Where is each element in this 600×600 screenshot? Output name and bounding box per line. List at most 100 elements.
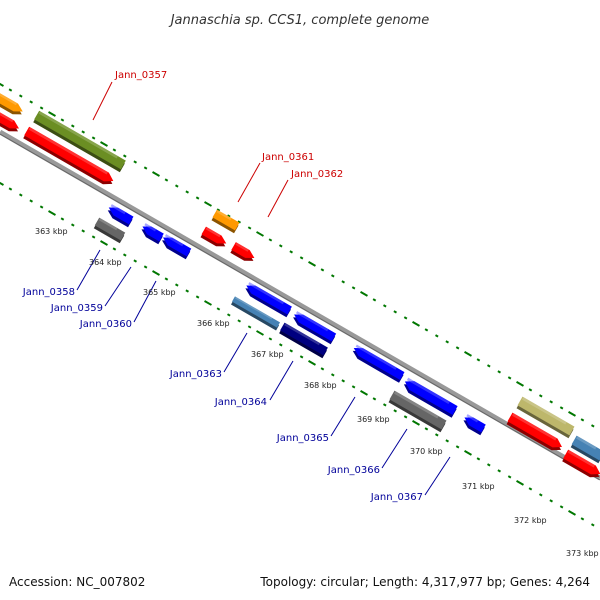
inner-tick-mark (48, 210, 56, 216)
outer-tick-mark (0, 82, 4, 87)
gene-0366-gray[interactable] (388, 390, 447, 433)
outer-tick-mark (580, 418, 585, 422)
gene-0364-navy[interactable] (279, 322, 329, 359)
gene-0359-blue[interactable] (139, 223, 165, 245)
outer-tick-mark (435, 334, 439, 338)
accession-text: Accession: NC_007802 (9, 575, 145, 589)
gene-0364-navy-body (280, 322, 328, 356)
gene-0360-blue-body (163, 237, 192, 257)
gene-0381-steelblue[interactable] (570, 435, 600, 464)
inner-tick-mark (424, 427, 429, 431)
gene-label-jann-0366[interactable]: Jann_0366 (327, 465, 380, 476)
gene-0364-blue[interactable] (290, 311, 337, 345)
gene-0364-blue-highlight (295, 311, 329, 332)
gene-0359-blue-body (142, 226, 164, 242)
outer-tick-mark (48, 111, 56, 117)
outer-tick-mark (227, 214, 231, 218)
gene-label-jann-0357[interactable]: Jann_0357 (114, 70, 167, 81)
outer-tick-mark (476, 358, 481, 362)
gene-0358-blue[interactable] (105, 204, 134, 228)
label-leaders (76, 81, 451, 496)
inner-tick-mark (227, 313, 231, 317)
inner-tick-mark (580, 517, 585, 521)
inner-tick-mark (279, 343, 283, 347)
tick-label-369: 369 kbp (357, 415, 390, 424)
outer-tick-mark (256, 231, 264, 237)
leader-jann-0365 (330, 396, 356, 437)
outer-tick-mark (247, 226, 252, 230)
gene-label-jann-0358[interactable]: Jann_0358 (22, 287, 75, 298)
inner-tick-mark (152, 270, 160, 276)
outer-tick-mark (445, 340, 449, 344)
inner-tick-mark (185, 289, 189, 293)
gene-0361-red[interactable] (200, 226, 229, 251)
outer-tick-mark (320, 268, 325, 272)
gene-label-jann-0362[interactable]: Jann_0362 (290, 169, 343, 180)
inner-tick-mark (195, 295, 200, 299)
outer-tick-mark (91, 136, 96, 140)
inner-tick-track (0, 181, 595, 527)
outer-tick-mark (528, 388, 533, 392)
gene-0380-red[interactable] (506, 412, 565, 455)
gene-0361-orange[interactable] (211, 209, 240, 234)
gene-0360-blue[interactable] (159, 234, 192, 260)
inner-tick-mark (539, 493, 543, 497)
outer-tick-mark (351, 286, 356, 290)
outer-tick-mark (403, 316, 408, 320)
outer-tick-mark (299, 256, 304, 260)
gene-0356-orange[interactable] (0, 90, 25, 119)
gene-label-jann-0359[interactable]: Jann_0359 (50, 303, 103, 314)
gene-0365-blue[interactable] (350, 344, 405, 383)
gene-0363-blue-body (246, 285, 292, 315)
gene-0381-steelblue-highlight (576, 436, 597, 450)
gene-label-jann-0367[interactable]: Jann_0367 (370, 492, 423, 503)
map-title: Jannaschia sp. CCS1, complete genome (168, 13, 430, 28)
gene-0357-olive[interactable] (33, 110, 127, 173)
gene-features (0, 90, 600, 482)
tick-label-373: 373 kbp (566, 549, 599, 558)
inner-tick-mark (175, 283, 179, 287)
inner-tick-mark (60, 217, 65, 221)
gene-0362-red[interactable] (230, 242, 257, 265)
tick-label-366: 366 kbp (197, 319, 230, 328)
outer-tick-mark (100, 141, 108, 147)
inner-tick-mark (412, 420, 420, 426)
inner-tick-mark (516, 480, 524, 486)
inner-tick-mark (289, 349, 293, 353)
gene-0357-red[interactable] (23, 126, 117, 189)
gene-0364-navy-highlight (284, 323, 321, 346)
gene-labels: Jann_0357 Jann_0361 Jann_0362 Jann_0358 … (22, 70, 423, 503)
leader-jann-0366 (381, 428, 408, 469)
inner-tick-mark (549, 499, 553, 503)
inner-tick-mark (133, 259, 137, 263)
outer-tick-mark (516, 381, 524, 387)
gene-0363-steelblue-highlight (235, 296, 273, 320)
gene-label-jann-0360[interactable]: Jann_0360 (79, 319, 132, 330)
leader-jann-0359 (104, 266, 132, 307)
inner-tick-mark (112, 247, 117, 251)
gene-0367-blue[interactable] (461, 414, 487, 436)
outer-tick-mark (424, 328, 429, 332)
gene-0356-orange-highlight (0, 91, 18, 106)
gene-label-jann-0363[interactable]: Jann_0363 (169, 369, 222, 380)
gene-label-jann-0364[interactable]: Jann_0364 (214, 397, 267, 408)
gene-label-jann-0365[interactable]: Jann_0365 (276, 433, 329, 444)
gene-0356-red[interactable] (0, 109, 22, 136)
outer-tick-mark (39, 106, 44, 110)
gene-0363-steelblue[interactable] (230, 296, 281, 331)
gene-0380-khaki[interactable] (516, 396, 575, 439)
outer-tick-mark (268, 238, 273, 242)
gene-0381-red-highlight (567, 450, 596, 468)
gene-0366-gray-highlight (394, 391, 439, 419)
outer-tick-mark (175, 184, 179, 188)
gene-0358-gray[interactable] (93, 217, 126, 244)
gene-0366-blue[interactable] (401, 377, 458, 418)
gene-0362-red-highlight (235, 242, 249, 252)
outer-tick-mark (112, 148, 117, 152)
gene-0358-gray-body (94, 217, 126, 241)
gene-0381-red[interactable] (562, 449, 600, 482)
genome-summary-text: Topology: circular; Length: 4,317,977 bp… (259, 575, 590, 589)
outer-tick-mark (123, 154, 127, 158)
gene-label-jann-0361[interactable]: Jann_0361 (261, 152, 314, 163)
gene-0363-blue[interactable] (243, 282, 293, 318)
